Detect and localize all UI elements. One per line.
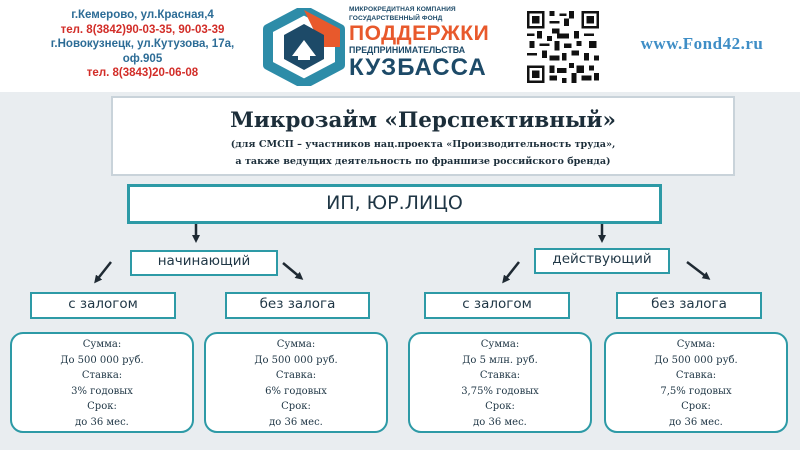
page-title: Микрозайм «Перспективный» [230, 108, 616, 133]
stage-starting-box: начинающий [130, 250, 278, 276]
term-amount-label: Сумма: [676, 339, 716, 350]
term-rate-value: 3,75% годовых [461, 385, 539, 397]
option-1-terms-card: Сумма: До 500 000 руб. Ставка: 3% годовы… [10, 332, 194, 433]
arrow-starting-to-no-collateral [282, 262, 304, 280]
term-amount-value: До 500 000 руб. [254, 354, 338, 366]
term-period-value: до 36 мес. [75, 416, 129, 428]
term-amount-value: До 500 000 руб. [60, 354, 144, 366]
logo-line-kuzbass: КУЗБАССА [349, 54, 487, 82]
logo-line-company: МИКРОКРЕДИТНАЯ КОМПАНИЯ [349, 6, 456, 13]
page-subtitle-line1: (для СМСП – участников нац.проекта «Прои… [230, 139, 616, 150]
website-link[interactable]: www.Fond42.ru [640, 34, 764, 53]
term-rate-label: Ставка: [275, 370, 317, 382]
phone-novokuznetsk: тел. 8(3843)20-06-08 [86, 67, 199, 80]
arrow-operating-to-no-collateral [686, 261, 711, 280]
stage-operating-box: действующий [534, 248, 670, 274]
term-amount-value: До 5 млн. руб. [462, 354, 538, 366]
logo-line-support: ПОДДЕРЖКИ [349, 22, 490, 46]
term-period-label: Срок: [485, 401, 515, 413]
term-rate-value: 7,5% годовых [660, 385, 732, 397]
term-amount-label: Сумма: [480, 339, 520, 350]
qr-code-icon[interactable] [527, 11, 599, 83]
term-rate-label: Ставка: [675, 370, 717, 382]
term-period-value: до 36 мес. [269, 416, 323, 428]
page-subtitle-line2: а также ведущих деятельность по франшизе… [235, 156, 611, 167]
term-period-label: Срок: [681, 401, 711, 413]
address-novokuznetsk-office: оф.905 [122, 52, 163, 65]
option-4-terms-card: Сумма: До 500 000 руб. Ставка: 7,5% годо… [604, 332, 788, 433]
arrow-starting-to-collateral [94, 261, 112, 284]
arrow-operating-to-collateral [502, 261, 520, 284]
term-rate-value: 3% годовых [71, 385, 133, 397]
option-1-collateral-box: с залогом [30, 292, 176, 319]
header-bar [0, 0, 800, 92]
title-block: Микрозайм «Перспективный» (для СМСП – уч… [111, 96, 735, 176]
term-period-label: Срок: [281, 401, 311, 413]
option-3-terms-card: Сумма: До 5 млн. руб. Ставка: 3,75% годо… [408, 332, 592, 433]
term-rate-label: Ставка: [81, 370, 123, 382]
option-2-terms-card: Сумма: До 500 000 руб. Ставка: 6% годовы… [204, 332, 388, 433]
entity-type-box: ИП, ЮР.ЛИЦО [127, 184, 662, 224]
contact-address-block: г.Кемерово, ул.Красная,4 тел. 8(3842)90-… [20, 8, 265, 81]
term-amount-label: Сумма: [82, 339, 122, 350]
logo-line-business: ПРЕДПРИНИМАТЕЛЬСТВА [349, 45, 466, 56]
term-amount-value: До 500 000 руб. [654, 354, 738, 366]
option-3-collateral-box: с залогом [424, 292, 570, 319]
fund-logo-text: МИКРОКРЕДИТНАЯ КОМПАНИЯ ГОСУДАРСТВЕННЫЙ … [349, 6, 499, 81]
logo-line-fund: ГОСУДАРСТВЕННЫЙ ФОНД [349, 14, 443, 22]
phone-kemerovo: тел. 8(3842)90-03-35, 90-03-39 [60, 23, 225, 36]
term-period-value: до 36 мес. [473, 416, 527, 428]
term-rate-label: Ставка: [479, 370, 521, 382]
address-novokuznetsk: г.Новокузнецк, ул.Кутузова, 17а, [50, 38, 235, 51]
address-kemerovo: г.Кемерово, ул.Красная,4 [71, 9, 214, 21]
term-period-value: до 36 мес. [669, 416, 723, 428]
term-amount-label: Сумма: [276, 339, 316, 350]
fund-logo-icon [263, 8, 345, 86]
option-4-collateral-box: без залога [616, 292, 762, 319]
term-rate-value: 6% годовых [265, 385, 327, 397]
term-period-label: Срок: [87, 401, 117, 413]
option-2-collateral-box: без залога [225, 292, 370, 319]
